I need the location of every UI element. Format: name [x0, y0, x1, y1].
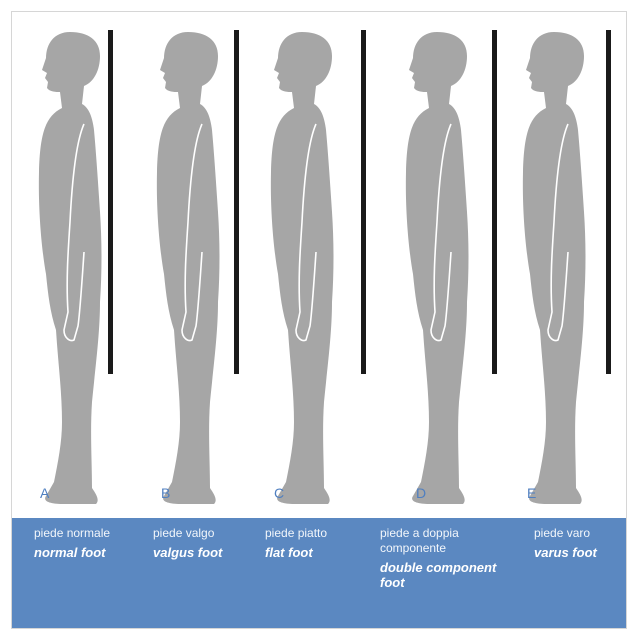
- caption-double-component-foot: piede a doppia componente double compone…: [380, 518, 500, 590]
- caption-english: flat foot: [265, 545, 395, 560]
- caption-english: varus foot: [534, 545, 624, 560]
- caption-english: normal foot: [34, 545, 164, 560]
- caption-normal-foot: piede normale normal foot: [34, 518, 164, 560]
- plumb-line-a: [108, 30, 113, 374]
- caption-varus-foot: piede varo varus foot: [534, 518, 624, 560]
- plumb-line-b: [234, 30, 239, 374]
- figure-e: [523, 32, 586, 504]
- plumb-line-e: [606, 30, 611, 374]
- figure-letter-b: B: [161, 486, 170, 500]
- caption-italian: piede normale: [34, 526, 164, 541]
- figure-a: [39, 32, 102, 504]
- caption-italian: piede varo: [534, 526, 624, 541]
- diagram-frame: A B C D E piede normale normal foot pied…: [11, 11, 627, 629]
- caption-valgus-foot: piede valgo valgus foot: [153, 518, 283, 560]
- caption-english: double component foot: [380, 560, 500, 590]
- caption-italian: piede valgo: [153, 526, 283, 541]
- plumb-line-c: [361, 30, 366, 374]
- figure-letter-e: E: [527, 486, 536, 500]
- figures-illustration: [12, 12, 626, 518]
- caption-flat-foot: piede piatto flat foot: [265, 518, 395, 560]
- figure-letter-d: D: [416, 486, 426, 500]
- caption-band: piede normale normal foot piede valgo va…: [12, 518, 626, 628]
- caption-italian: piede a doppia componente: [380, 526, 500, 556]
- body-silhouette: [271, 32, 334, 504]
- figure-b: [157, 32, 220, 504]
- plumb-line-d: [492, 30, 497, 374]
- figure-d: [406, 32, 469, 504]
- caption-italian: piede piatto: [265, 526, 395, 541]
- figure-letter-a: A: [40, 486, 49, 500]
- caption-english: valgus foot: [153, 545, 283, 560]
- figure-c: [271, 32, 334, 504]
- body-silhouette: [523, 32, 586, 504]
- body-silhouette: [157, 32, 220, 504]
- figure-letter-c: C: [274, 486, 284, 500]
- body-silhouette: [39, 32, 102, 504]
- body-silhouette: [406, 32, 469, 504]
